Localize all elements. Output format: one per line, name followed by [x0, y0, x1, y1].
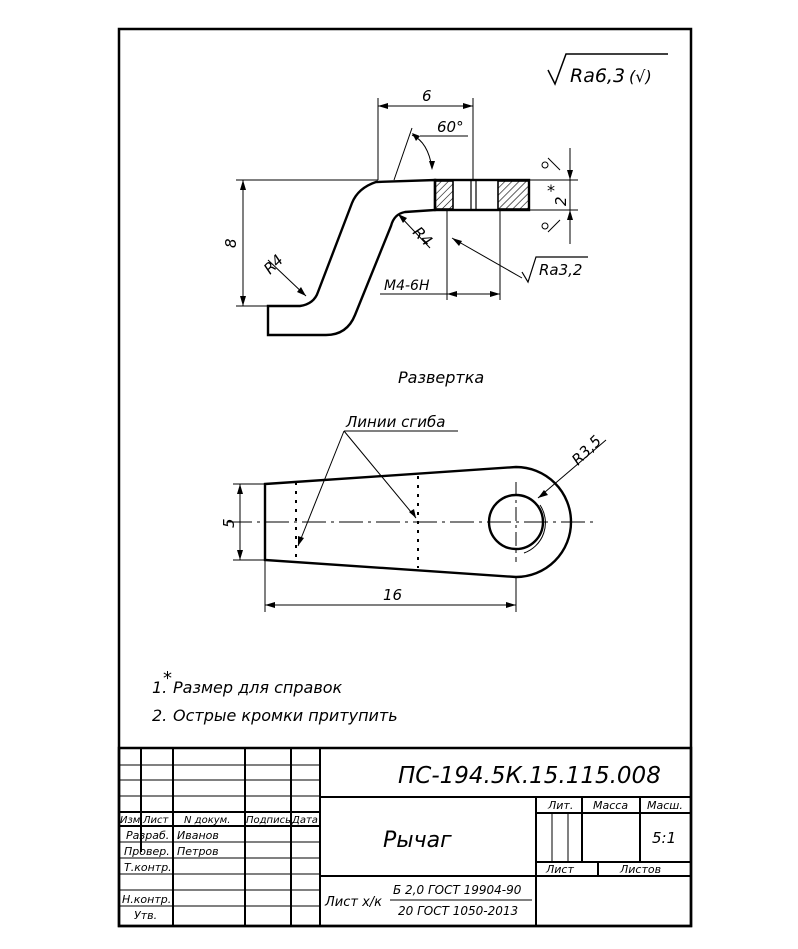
dim-dev-length-label: 16	[383, 586, 402, 604]
material-bottom: 20 ГОСТ 1050-2013	[398, 904, 518, 918]
dim-thickness-label: 2	[552, 196, 570, 206]
dim-width-label: 6	[422, 87, 432, 105]
hatch-right	[497, 180, 530, 210]
role-tkontr: Т.контр.	[124, 861, 172, 874]
material-prefix: Лист х/к	[324, 895, 382, 910]
role-razrab: Разраб.	[126, 829, 169, 842]
col-list: Лист	[142, 815, 170, 826]
designation: ПС-194.5К.15.115.008	[398, 763, 661, 789]
scale-label: Масш.	[647, 799, 683, 812]
name-prover: Петров	[177, 845, 219, 858]
hatch-left	[434, 180, 454, 210]
radius-dev-label: R3,5	[568, 432, 605, 469]
bend-lines	[295, 476, 419, 568]
note-1-text: Размер для справок	[173, 678, 343, 697]
col-izm: Изм	[120, 815, 141, 826]
role-utv: Утв.	[134, 909, 157, 922]
dim-thickness-mark: *	[547, 181, 555, 200]
bend-lines-label: Линии сгиба	[345, 413, 445, 431]
roughness-general-symbol: Ra6,3 (√)	[547, 53, 668, 87]
name-razrab: Иванов	[177, 829, 219, 842]
mass-label: Масса	[593, 799, 628, 812]
development-view: Развертка Линии сгиба R3,5 5	[220, 368, 607, 612]
col-doc: N докум.	[184, 815, 230, 826]
roughness-hole-label: Ra3,2	[539, 261, 582, 279]
radius-right-label: R4	[409, 223, 436, 250]
part-name: Рычаг	[383, 828, 452, 853]
notes: 1. * Размер для справок 2. Острые кромки…	[152, 668, 398, 725]
dim-dev-height-label: 5	[220, 518, 238, 528]
roughness-general-suffix: (√)	[629, 67, 652, 86]
sheets-label: Листов	[619, 863, 661, 876]
sheet-label: Лист	[545, 863, 574, 876]
role-nkontr: Н.контр.	[122, 893, 171, 906]
dim-angle-label: 60°	[437, 118, 464, 136]
note-1-mark: *	[163, 668, 172, 689]
edge-break-marks	[541, 157, 561, 233]
note-2-num: 2.	[152, 706, 167, 725]
thread-label: M4-6H	[384, 278, 430, 294]
role-prover: Провер.	[124, 845, 170, 858]
col-date: Дата	[291, 815, 318, 826]
note-1-num: 1.	[152, 678, 167, 697]
drawing-frame	[117, 27, 693, 928]
lit-label: Лит.	[547, 799, 573, 812]
part-outline	[266, 178, 437, 337]
material-top: Б 2,0 ГОСТ 19904-90	[393, 883, 522, 897]
scale-value: 5:1	[652, 829, 676, 847]
development-outline	[263, 465, 573, 579]
col-sign: Подпись	[246, 815, 291, 826]
side-view: 6 60° 8 R4 R4 2 *	[222, 87, 588, 337]
roughness-general-label: Ra6,3	[570, 65, 625, 87]
title-block: Изм Лист N докум. Подпись Дата Разраб. И…	[117, 746, 693, 928]
note-2-text: Острые кромки притупить	[173, 706, 398, 725]
dim-height-label: 8	[222, 238, 240, 248]
development-title: Развертка	[398, 368, 484, 387]
